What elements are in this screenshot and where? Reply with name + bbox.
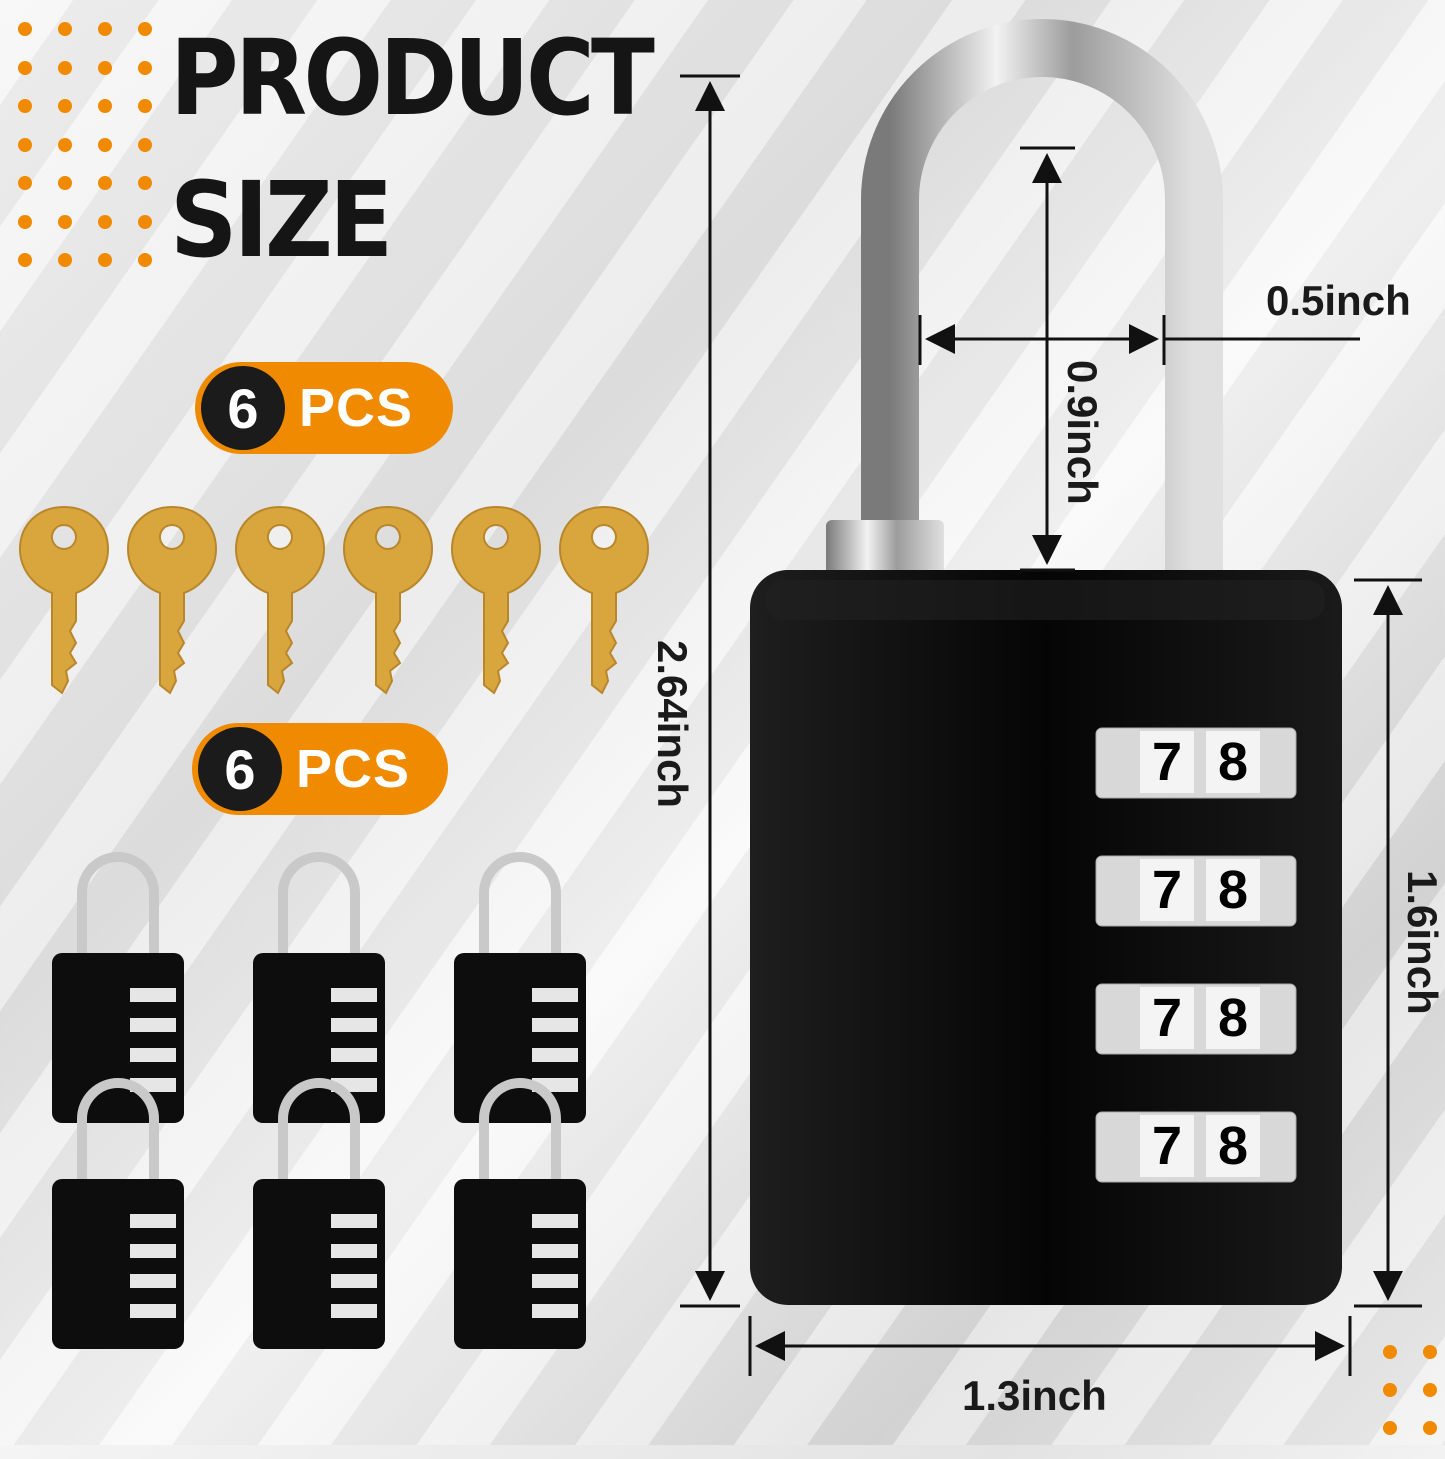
dial-digit: 7 xyxy=(1140,859,1195,921)
dial-digit: 8 xyxy=(1206,731,1261,793)
key-icon xyxy=(342,505,434,695)
label-body-height: 1.6inch xyxy=(1399,870,1445,1015)
shackle-collar xyxy=(826,520,944,582)
dial-row: 7 8 xyxy=(1140,1115,1290,1177)
padlock-icon xyxy=(454,852,586,1123)
padlock-icon xyxy=(253,852,385,1123)
badge-number: 6 xyxy=(201,366,285,450)
key-icon xyxy=(126,505,218,695)
dial-digit: 8 xyxy=(1206,987,1261,1049)
badge-label: PCS xyxy=(299,378,414,438)
keys-row xyxy=(18,505,650,695)
label-total-height: 2.64inch xyxy=(649,640,696,809)
title-product: PRODUCT xyxy=(170,17,655,139)
label-shackle-clearance: 0.9inch xyxy=(1059,360,1106,505)
dial-digit: 7 xyxy=(1140,987,1195,1049)
padlock-icon xyxy=(52,852,184,1123)
badge-label: PCS xyxy=(296,739,411,799)
dial-row: 7 8 xyxy=(1140,731,1290,793)
label-shackle-width: 0.5inch xyxy=(1266,277,1411,324)
key-icon xyxy=(18,505,110,695)
shackle xyxy=(861,19,1223,580)
dial-digit: 8 xyxy=(1206,859,1261,921)
badge-locks-count: 6 PCS xyxy=(192,723,448,815)
dial-digit: 7 xyxy=(1140,1115,1195,1177)
dial-digit: 7 xyxy=(1140,731,1195,793)
padlock-icon xyxy=(52,1078,184,1349)
padlock-icon xyxy=(253,1078,385,1349)
dial-digit: 8 xyxy=(1206,1115,1261,1177)
dial-row: 7 8 xyxy=(1140,859,1290,921)
key-icon xyxy=(558,505,650,695)
label-body-width: 1.3inch xyxy=(962,1372,1107,1419)
badge-number: 6 xyxy=(198,727,282,811)
key-icon xyxy=(234,505,326,695)
padlock-icon xyxy=(454,1078,586,1349)
key-icon xyxy=(450,505,542,695)
decorative-dots-bottom xyxy=(1383,1345,1445,1459)
title-size: SIZE xyxy=(170,159,393,281)
dial-row: 7 8 xyxy=(1140,987,1290,1049)
lock-body xyxy=(750,570,1342,1305)
decorative-dots-top xyxy=(18,22,178,292)
badge-keys-count: 6 PCS xyxy=(195,362,453,454)
